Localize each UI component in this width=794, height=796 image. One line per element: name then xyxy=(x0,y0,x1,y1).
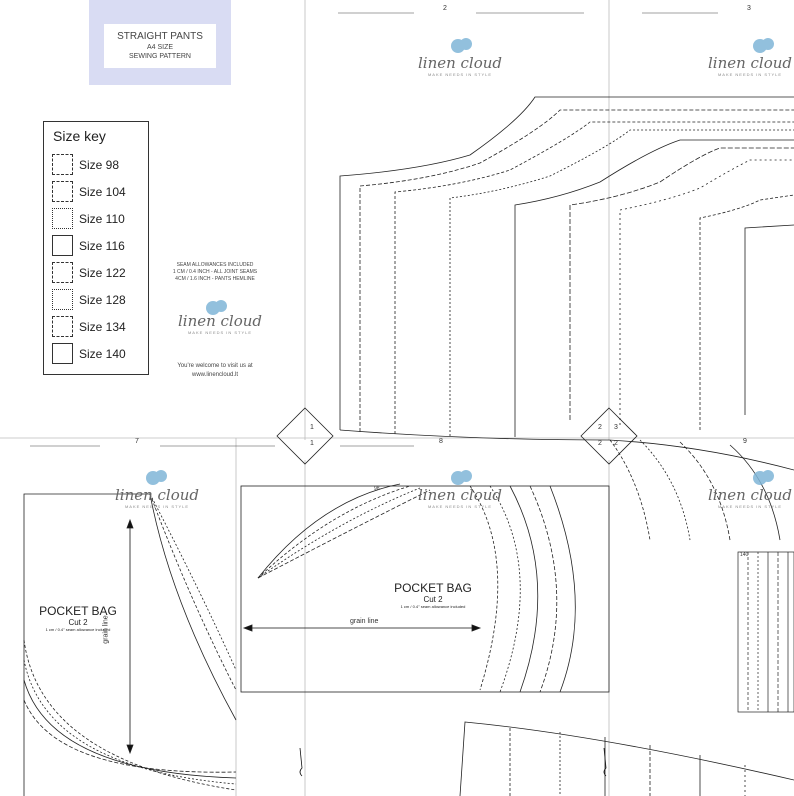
size-key-row: Size 140 xyxy=(52,343,144,365)
logo-tagline: MAKE NEEDS IN STYLE xyxy=(427,504,493,509)
brand-logo: linen cloud MAKE NEEDS IN STYLE xyxy=(405,486,515,509)
brand-logo: linen cloud MAKE NEEDS IN STYLE xyxy=(102,486,212,509)
piece-name: POCKET BAG xyxy=(39,604,117,618)
diamond-label: 2 xyxy=(598,424,602,431)
size-key-label: Size 122 xyxy=(79,266,126,280)
size-key-label: Size 116 xyxy=(79,239,125,253)
info-line: SEAM ALLOWANCES INCLUDED xyxy=(176,262,254,268)
size-key-row: Size 128 xyxy=(52,289,144,311)
piece-allowance: 1 cm / 0.4" seam allowance included xyxy=(45,627,111,632)
size-key-label: Size 140 xyxy=(79,347,126,361)
title-card-inner: STRAIGHT PANTS A4 SIZE SEWING PATTERN xyxy=(104,24,216,68)
pattern-title: STRAIGHT PANTS xyxy=(117,31,203,42)
seam-allowance-info: SEAM ALLOWANCES INCLUDED 1 CM / 0.4 INCH… xyxy=(160,262,270,283)
logo-wordmark: linen cloud xyxy=(417,486,503,504)
size-mark: 98 xyxy=(374,486,380,492)
logo-tagline: MAKE NEEDS IN STYLE xyxy=(187,330,253,335)
pocket-bag-left-label: POCKET BAG Cut 2 1 cm / 0.4" seam allowa… xyxy=(28,604,128,632)
pants-piece-top-right xyxy=(339,96,794,541)
pattern-format: A4 SIZE xyxy=(146,44,174,51)
visit-text: You're welcome to visit us at xyxy=(177,363,253,369)
page-number: 3 xyxy=(747,5,751,12)
diamond-label: 2 xyxy=(598,440,602,447)
brand-logo: linen cloud MAKE NEEDS IN STYLE xyxy=(706,486,794,509)
size-key-row: Size 104 xyxy=(52,181,144,203)
size-key: Size key Size 98 Size 104 Size 110 Size … xyxy=(43,121,149,375)
piece-cut: Cut 2 xyxy=(423,595,443,604)
page-number: 9 xyxy=(743,438,747,445)
brand-logo: linen cloud MAKE NEEDS IN STYLE xyxy=(170,312,270,335)
size-mark: 140 xyxy=(740,552,749,558)
waistband-piece-bottom xyxy=(459,721,794,796)
pocket-bag-left-outline xyxy=(23,493,237,796)
diamond-label: 1 xyxy=(310,440,314,447)
size-key-title: Size key xyxy=(53,128,106,144)
alignment-diamond-left xyxy=(276,407,334,465)
diamond-label: 3 xyxy=(614,424,618,431)
logo-wordmark: linen cloud xyxy=(707,486,793,504)
notch-marks xyxy=(299,747,607,777)
page-number: 8 xyxy=(439,438,443,445)
logo-wordmark: linen cloud xyxy=(114,486,200,504)
size-line-sample xyxy=(52,181,73,202)
brand-logo: linen cloud MAKE NEEDS IN STYLE xyxy=(405,54,515,77)
info-line: 1 CM / 0.4 INCH - ALL JOINT SEAMS xyxy=(172,269,258,275)
alignment-diamond-right xyxy=(580,407,638,465)
size-key-row: Size 98 xyxy=(52,154,144,176)
pocket-bag-mid-outline xyxy=(240,483,610,693)
info-line: 4CM / 1.6 INCH - PANTS HEMLINE xyxy=(175,276,255,282)
logo-wordmark: linen cloud xyxy=(417,54,503,72)
pocket-bag-mid-label: POCKET BAG Cut 2 1 cm / 0.4" seam allowa… xyxy=(383,581,483,609)
size-key-label: Size 110 xyxy=(79,212,125,226)
size-line-sample xyxy=(52,235,73,256)
logo-tagline: MAKE NEEDS IN STYLE xyxy=(717,72,783,77)
pattern-subtitle: SEWING PATTERN xyxy=(129,53,191,60)
strip-piece-right xyxy=(737,551,794,713)
grain-line-label: grain line xyxy=(350,618,379,625)
size-line-sample xyxy=(52,289,73,310)
size-key-label: Size 104 xyxy=(79,185,126,199)
logo-wordmark: linen cloud xyxy=(177,312,263,330)
size-line-sample xyxy=(52,262,73,283)
page-number: 7 xyxy=(135,438,139,445)
diamond-label: 1 xyxy=(310,424,314,431)
grain-line-label: grain line xyxy=(102,615,110,644)
size-key-row: Size 116 xyxy=(52,235,144,257)
size-line-sample xyxy=(52,208,73,229)
title-card: STRAIGHT PANTS A4 SIZE SEWING PATTERN xyxy=(89,0,231,85)
size-key-label: Size 134 xyxy=(79,320,126,334)
logo-wordmark: linen cloud xyxy=(707,54,793,72)
size-line-sample xyxy=(52,343,73,364)
piece-allowance: 1 cm / 0.4" seam allowance included xyxy=(400,604,466,609)
size-key-row: Size 110 xyxy=(52,208,144,230)
logo-tagline: MAKE NEEDS IN STYLE xyxy=(124,504,190,509)
page-number: 2 xyxy=(443,5,447,12)
visit-note: You're welcome to visit us at www.linenc… xyxy=(160,362,270,380)
logo-cloud-marks xyxy=(146,38,774,485)
size-key-row: Size 122 xyxy=(52,262,144,284)
size-key-label: Size 128 xyxy=(79,293,126,307)
size-key-row: Size 134 xyxy=(52,316,144,338)
size-line-sample xyxy=(52,316,73,337)
logo-tagline: MAKE NEEDS IN STYLE xyxy=(427,72,493,77)
size-line-sample xyxy=(52,154,73,175)
logo-tagline: MAKE NEEDS IN STYLE xyxy=(717,504,783,509)
ruler-top-page2 xyxy=(30,12,718,447)
piece-cut: Cut 2 xyxy=(68,618,88,627)
website-link[interactable]: www.linencloud.lt xyxy=(191,372,239,378)
brand-logo: linen cloud MAKE NEEDS IN STYLE xyxy=(706,54,794,77)
piece-name: POCKET BAG xyxy=(394,581,472,595)
diamond-label: 2 xyxy=(614,440,618,447)
size-key-label: Size 98 xyxy=(79,158,120,172)
